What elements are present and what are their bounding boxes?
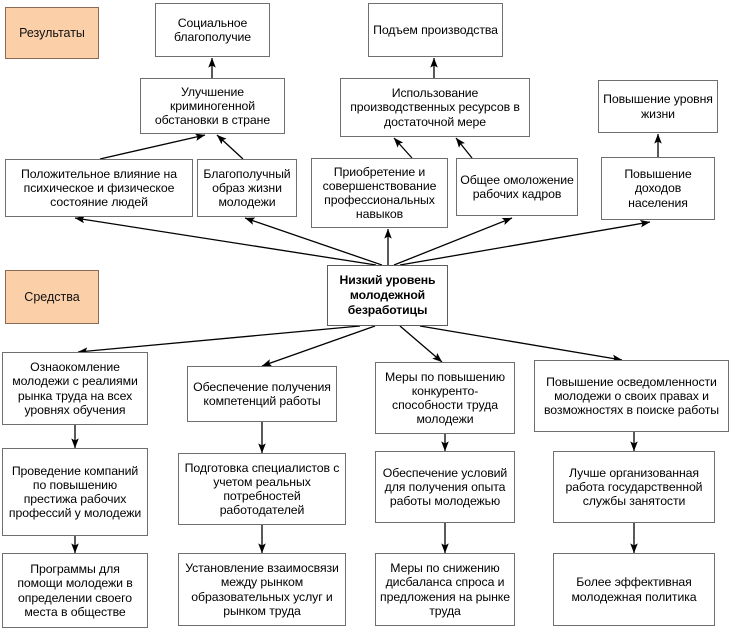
legend-label: Средства (24, 290, 80, 304)
node-label: Использование производственных ресурсов … (350, 86, 520, 129)
result-node-r-psych-physical[interactable]: Положительное влияние на психическое и ф… (5, 159, 193, 217)
node-label: Обеспечение условий для получения опыта … (382, 465, 508, 509)
means-node-m1-1[interactable]: Ознаокомление молодежи с реалиями рынка … (2, 352, 148, 425)
means-node-m2-2[interactable]: Подготовка специалистов с учетом реальны… (178, 453, 346, 525)
node-label: Подготовка специалистов с учетом реальны… (184, 460, 340, 518)
node-label: Повышение уровня жизни (603, 92, 713, 121)
legend-means: Средства (5, 270, 99, 324)
legend-results: Результаты (5, 7, 99, 59)
result-node-r-workforce-renewal[interactable]: Общее омоложение рабочих кадров (456, 158, 578, 216)
node-label: Положительное влияние на психическое и ф… (20, 166, 177, 210)
node-label: Лучше организованная работа государствен… (565, 465, 703, 509)
central-node-center[interactable]: Низкий уровень молодежной безработицы (327, 265, 448, 326)
result-node-r-production-rise[interactable]: Подъем производства (368, 3, 503, 57)
means-node-m4-2[interactable]: Лучше организованная работа государствен… (553, 451, 715, 523)
means-node-m3-3[interactable]: Меры по снижению дисбаланса спроса и пре… (375, 553, 515, 626)
edge-center-to-m3-1 (399, 325, 443, 363)
node-label: Меры по повышению конкуренто-способности… (385, 369, 505, 427)
means-node-m1-2[interactable]: Проведение компаний по повышению престиж… (2, 448, 148, 536)
result-node-r-living-standard[interactable]: Повышение уровня жизни (598, 80, 718, 133)
result-node-r-crime-improvement[interactable]: Улучшение криминогенной обстановки в стр… (140, 78, 285, 134)
node-label: Благополучный образ жизни молодежи (203, 166, 291, 210)
edge-center-to-r-income-growth (399, 219, 651, 266)
edge-r-healthy-lifestyle-to-r-crime-improvement (216, 134, 244, 160)
edge-center-to-m4-1 (419, 325, 623, 363)
means-node-m3-1[interactable]: Меры по повышению конкуренто-способности… (375, 362, 515, 434)
result-node-r-social-wellbeing[interactable]: Социальное благополучие (155, 3, 270, 57)
means-node-m4-1[interactable]: Повышение осведомленности молодежи о сво… (534, 360, 729, 432)
node-label: Подъем производства (373, 22, 498, 37)
node-label: Меры по снижению дисбаланса спроса и пре… (380, 561, 510, 618)
node-label: Обеспечение получения компетенций работы (193, 379, 331, 408)
means-node-m2-3[interactable]: Установление взаимосвязи между рынком об… (178, 553, 346, 626)
means-node-m3-2[interactable]: Обеспечение условий для получения опыта … (375, 451, 515, 523)
edge-center-to-m2-1 (261, 325, 376, 367)
node-label: Более эффективная молодежная политика (571, 575, 697, 604)
node-label: Установление взаимосвязи между рынком об… (185, 561, 339, 618)
edge-r-workforce-renewal-to-r-resource-use (455, 137, 473, 159)
means-node-m2-1[interactable]: Обеспечение получения компетенций работы (187, 366, 337, 422)
node-label: Проведение компаний по повышению престиж… (8, 463, 142, 521)
edge-r-psych-physical-to-r-crime-improvement (99, 133, 206, 160)
node-label: Повышение доходов населения (624, 167, 692, 210)
means-node-m1-3[interactable]: Программы для помощи молодежи в определе… (2, 553, 148, 628)
result-node-r-resource-use[interactable]: Использование производственных ресурсов … (340, 78, 530, 137)
node-label: Общее омоложение рабочих кадров (460, 172, 574, 201)
node-label: Приобретение и совершенствование професс… (322, 164, 437, 222)
node-label: Социальное благополучие (173, 15, 252, 44)
node-label: Улучшение криминогенной обстановки в стр… (154, 84, 271, 128)
edge-center-to-m1-1 (77, 325, 361, 355)
node-label: Повышение осведомленности молодежи о сво… (544, 374, 719, 418)
result-node-r-income-growth[interactable]: Повышение доходов населения (601, 157, 715, 220)
node-label: Программы для помощи молодежи в определе… (17, 562, 133, 619)
means-node-m4-3[interactable]: Более эффективная молодежная политика (553, 553, 715, 626)
edge-r-prof-skills-to-r-resource-use (393, 137, 413, 159)
node-label: Низкий уровень молодежной безработицы (339, 273, 436, 317)
legend-label: Результаты (19, 26, 85, 40)
node-label: Ознаокомление молодежи с реалиями рынка … (12, 360, 138, 417)
result-node-r-prof-skills[interactable]: Приобретение и совершенствование професс… (311, 158, 448, 228)
result-node-r-healthy-lifestyle[interactable]: Благополучный образ жизни молодежи (197, 159, 297, 217)
